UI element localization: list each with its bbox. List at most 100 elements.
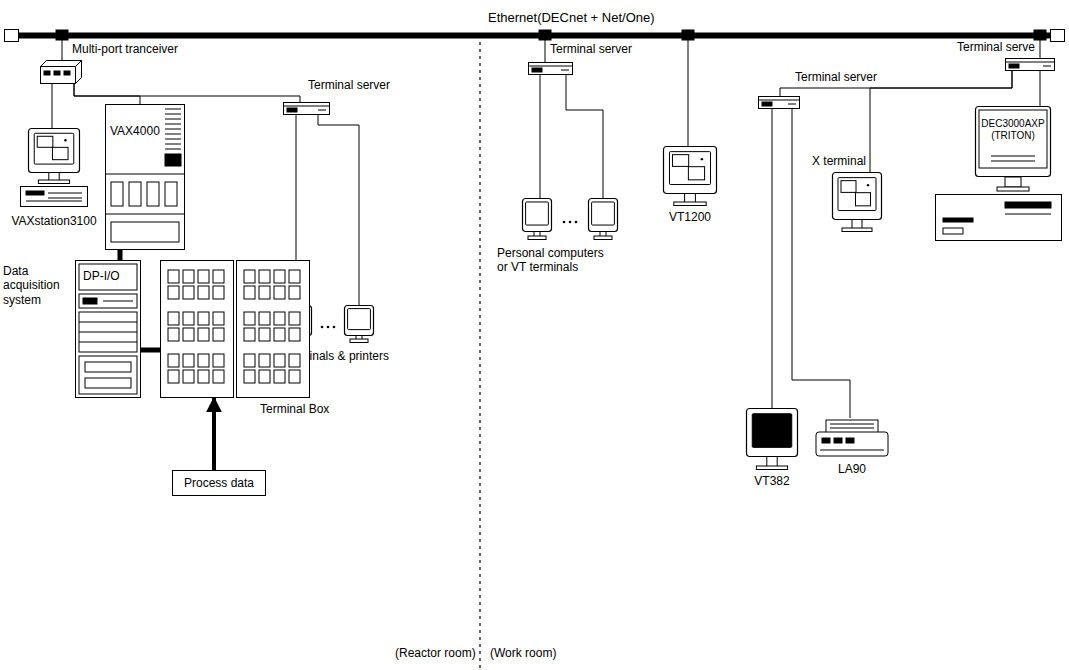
icon-part [943,218,973,222]
server-cabinet: VAX4000 [105,104,185,250]
icon-part [129,182,141,206]
icon-part [63,138,67,142]
icon-part [37,136,53,147]
node-label: Ethernet(DECnet + Net/One) [488,10,655,26]
icon-part [1005,202,1051,208]
node-label: Personal computers or VT terminals [497,246,615,275]
icon-part [56,30,68,40]
node-label: Terminal server [550,42,632,56]
connector [1040,38,1041,58]
icon-part [79,322,137,323]
node-label: VT1200 [669,210,711,224]
icon-part [830,424,874,425]
icon-part [756,466,787,470]
icon-part [85,378,131,388]
connector [52,84,53,128]
icon-part [867,184,869,186]
x-terminal: X terminal [832,172,882,232]
icon-part [842,228,872,232]
icon-part [165,119,181,120]
icon-part [289,354,300,367]
icon-part [274,270,285,283]
icon-part [161,261,234,398]
icon-part [529,66,573,67]
icon-part [213,270,224,283]
room-label: (Work room) [490,646,556,660]
icon-part [526,202,549,225]
icon-part [274,354,285,367]
icon-part [198,270,209,283]
icon-part [213,286,224,299]
icon-part [165,144,181,145]
icon-part [64,71,70,75]
icon [832,172,882,232]
icon-part [79,356,137,394]
node-label: Process data [184,476,254,490]
icon-part [29,129,80,173]
icon-part [321,326,324,329]
icon-part [1051,30,1065,42]
icon [40,60,82,84]
icon-part [575,221,578,224]
icon-part [64,139,66,141]
icon-part [54,71,60,75]
icon-part [274,370,285,383]
node-label: Data acquisition system [3,264,71,307]
icon-part [284,106,330,107]
workstation-icon: VAXstation3100 [18,128,90,210]
connector [212,398,216,470]
icon-part [106,174,185,175]
icon-part [183,354,194,367]
icon-part [1006,59,1055,71]
icon-part [528,236,546,240]
icon-part [52,147,68,159]
wire [318,115,359,305]
connector [74,84,140,104]
icon-part [38,180,69,184]
connector [118,250,123,260]
icon-part [752,414,792,448]
icon-part [165,124,181,125]
icon-part [767,457,777,467]
icon-part [244,312,255,325]
icon-part [701,158,703,160]
icon-part [21,187,88,207]
icon-part [165,129,181,130]
icon [528,62,573,75]
icon-part [822,438,830,443]
icon-part [979,110,1047,168]
icon-part [991,156,1035,157]
icon-part [259,312,270,325]
icon-part [26,201,82,202]
icon-part [259,354,270,367]
icon-part [539,30,551,40]
workstation-icon: VT1200 [663,146,717,206]
icon-part [846,438,854,443]
icon-part [759,97,800,109]
icon-part [183,370,194,383]
icon-part [289,312,300,325]
icon-part [79,294,137,308]
icon-part [1005,177,1021,187]
icon-part [569,221,572,224]
icon-part [168,270,179,283]
node-label: VAXstation3100 [11,214,96,228]
icon-part [5,30,19,42]
icon-part [198,370,209,383]
icon-part [198,354,209,367]
icon-part [48,198,82,199]
icon-part [183,328,194,341]
icon-part [561,70,569,71]
icon-part [289,270,300,283]
icon-part [259,370,270,383]
icon [746,408,798,470]
icon-part [664,147,717,194]
pc-group: Personal computers or VT terminals [522,198,618,242]
icon-part [523,199,552,232]
icon-part [147,182,159,206]
node-label: Terminal serve [957,40,1035,54]
icon-part [244,370,255,383]
icon-part [48,193,82,194]
icon-part [244,270,255,283]
